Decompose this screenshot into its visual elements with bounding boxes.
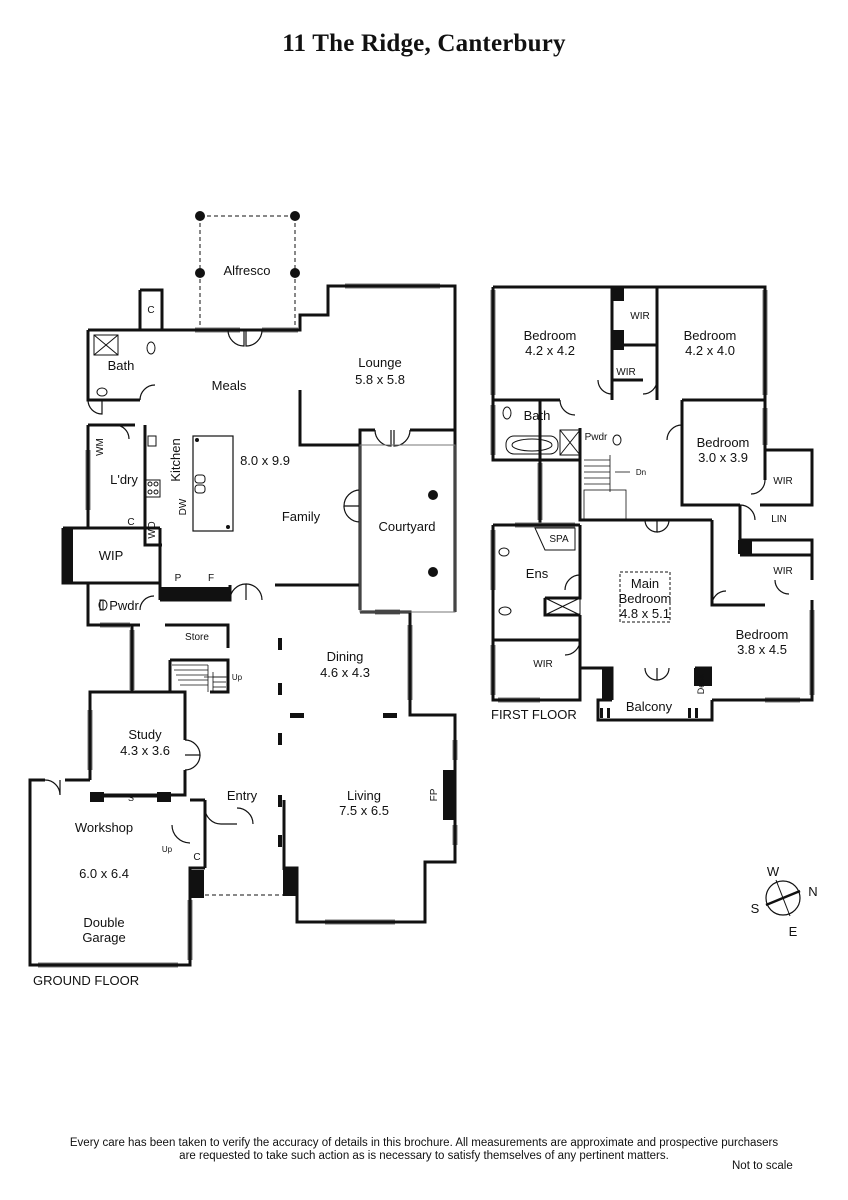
room-label-study: Study: [128, 727, 162, 742]
room-label-dining: Dining: [327, 649, 364, 664]
room-label-laundry: L'dry: [110, 472, 138, 487]
first-solid-walls: [602, 287, 752, 700]
room-label-store: Store: [185, 632, 209, 643]
wir-label-3: WIR: [773, 476, 792, 487]
compass-east: E: [789, 924, 798, 939]
fireplace-label: FP: [429, 788, 440, 801]
room-label-wip: WIP: [99, 548, 124, 563]
desk-label: Desk: [696, 673, 706, 694]
fridge-label: F: [208, 573, 214, 584]
linen-label: LIN: [771, 514, 787, 525]
shelving-label: S: [128, 793, 134, 803]
ground-labels: Alfresco C Bath Meals Lounge 5.8 x 5.8 K…: [33, 263, 440, 988]
alfresco-pergola: [195, 211, 300, 328]
wall-oven-label: WO: [147, 521, 158, 538]
room-label-bedroom-1: Bedroom: [524, 328, 577, 343]
compass-south: S: [751, 901, 760, 916]
sink-icon: [194, 474, 206, 494]
room-dim-lounge: 5.8 x 5.8: [355, 372, 405, 387]
wir-label-5: WIR: [773, 566, 792, 577]
ground-bath-fixtures: [93, 334, 157, 611]
room-label-garage-1: Double: [83, 915, 124, 930]
room-label-bedroom-3: Bedroom: [697, 435, 750, 450]
first-doors: [559, 379, 790, 681]
closet-label-3: C: [193, 852, 200, 863]
kitchen-island: [192, 435, 234, 532]
room-dim-main: 4.8 x 5.1: [620, 606, 670, 621]
ground-solid-walls: [63, 528, 455, 898]
room-label-family: Family: [282, 509, 321, 524]
wir-label-2: WIR: [616, 367, 635, 378]
page-title: 11 The Ridge, Canterbury: [282, 30, 566, 57]
room-label-kitchen: Kitchen: [168, 438, 183, 481]
room-dim-dining: 4.6 x 4.3: [320, 665, 370, 680]
ground-windows: [38, 283, 458, 968]
room-dim-workshop: 6.0 x 6.4: [79, 866, 129, 881]
courtyard-area: [359, 444, 456, 613]
ground-floor-label: GROUND FLOOR: [33, 973, 139, 988]
balcony-label: Balcony: [626, 699, 673, 714]
first-labels: Bedroom 4.2 x 4.2 WIR Bedroom 4.2 x 4.0 …: [491, 311, 793, 722]
stairs-up-label-2: Up: [162, 845, 173, 854]
disclaimer-line-1: Every care has been taken to verify the …: [69, 1137, 779, 1149]
compass-icon: W N S E: [751, 864, 818, 939]
room-label-bedroom-2: Bedroom: [684, 328, 737, 343]
dishwasher-label: DW: [178, 498, 189, 515]
stairs-up-label: Up: [232, 673, 243, 682]
room-label-alfresco: Alfresco: [224, 263, 271, 278]
first-fixtures: [498, 406, 671, 623]
room-label-lounge: Lounge: [358, 355, 401, 370]
ground-stairs: [172, 664, 228, 692]
room-label-garage-2: Garage: [82, 930, 125, 945]
room-dim-bedroom-1: 4.2 x 4.2: [525, 343, 575, 358]
first-floor-label: FIRST FLOOR: [491, 707, 577, 722]
room-dim-bedroom-4: 3.8 x 4.5: [737, 642, 787, 657]
compass-north: N: [808, 884, 817, 899]
stairs-down-label: Dn: [636, 468, 646, 477]
first-stairs: [583, 455, 630, 521]
closet-label: C: [147, 305, 154, 316]
room-dim-study: 4.3 x 3.6: [120, 743, 170, 758]
room-label-living: Living: [347, 788, 381, 803]
wir-label-4: WIR: [533, 659, 552, 670]
pantry-label: P: [175, 573, 182, 584]
room-dim-kitchen: 8.0 x 9.9: [240, 453, 290, 468]
spa-label: SPA: [549, 534, 569, 545]
disclaimer: Every care has been taken to verify the …: [0, 1137, 848, 1163]
cooktop-icon: [145, 479, 161, 498]
room-label-bedroom-4: Bedroom: [736, 627, 789, 642]
room-label-main-1: Main: [631, 576, 659, 591]
room-label-workshop: Workshop: [75, 820, 133, 835]
room-label-powder: Pwdr: [109, 598, 139, 613]
room-label-main-2: Bedroom: [619, 591, 672, 606]
room-dim-bedroom-2: 4.2 x 4.0: [685, 343, 735, 358]
ground-doors: [44, 329, 411, 844]
room-label-ensuite: Ens: [526, 566, 549, 581]
compass-west: W: [767, 864, 780, 879]
area-label-courtyard: Courtyard: [378, 519, 435, 534]
first-windows: [490, 290, 815, 703]
room-label-powder-first: Pwdr: [585, 432, 608, 443]
room-label-entry: Entry: [227, 788, 258, 803]
room-label-meals: Meals: [212, 378, 247, 393]
disclaimer-line-2: are requested to take such action as is …: [179, 1150, 669, 1162]
not-to-scale-note: Not to scale: [732, 1160, 793, 1172]
room-dim-living: 7.5 x 6.5: [339, 803, 389, 818]
closet-label-2: C: [127, 517, 134, 528]
balcony-posts: [600, 708, 698, 718]
washer-label: WM: [95, 438, 106, 456]
room-dim-bedroom-3: 3.0 x 3.9: [698, 450, 748, 465]
wir-label-1: WIR: [630, 311, 649, 322]
room-label-bath: Bath: [108, 358, 135, 373]
room-label-bath-first: Bath: [524, 408, 551, 423]
